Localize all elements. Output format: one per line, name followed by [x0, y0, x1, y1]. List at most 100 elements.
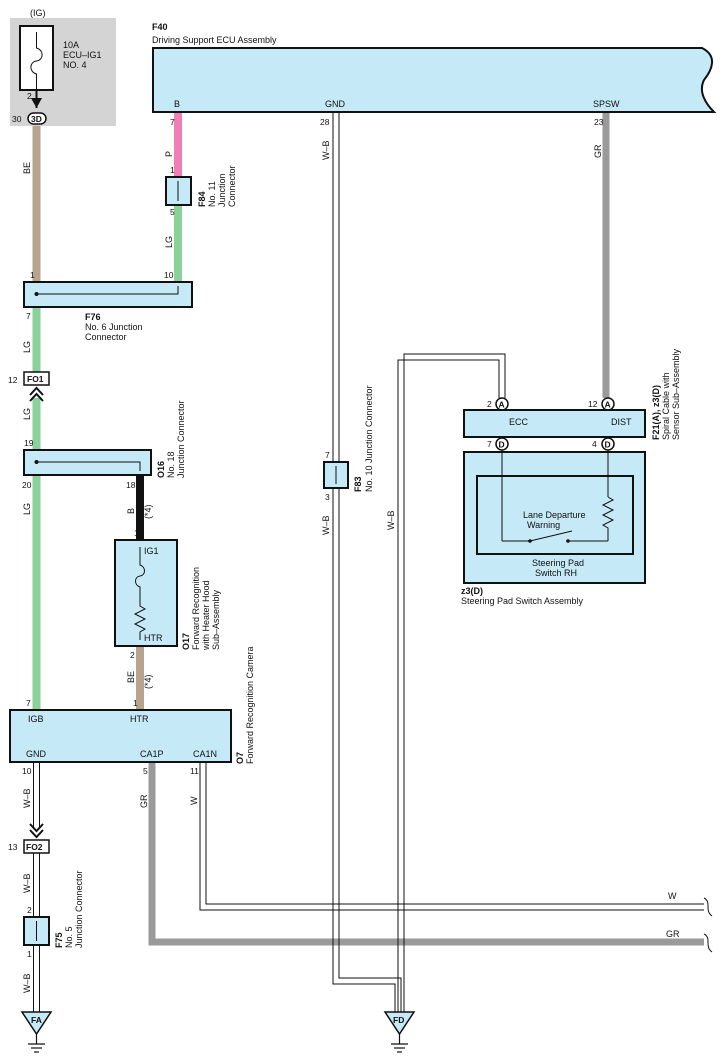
- f40-pin-gnd: 28: [320, 117, 330, 127]
- o16-name-2: Junction Connector: [176, 400, 186, 478]
- wire-label-wb-2: W–B: [22, 873, 32, 893]
- o7-pin-igb: 7: [26, 698, 31, 708]
- connector-arrow-icon: [31, 98, 42, 108]
- connector-chevron-icon: [29, 386, 44, 402]
- fuse-number: NO. 4: [63, 60, 87, 70]
- o7-name: Forward Recognition Camera: [245, 646, 255, 764]
- f21-pin-dist: 12: [588, 399, 598, 409]
- resistor-icon: [601, 496, 615, 541]
- z3-name: Steering Pad Switch Assembly: [461, 596, 584, 606]
- wire-label-gr-ca1p: GR: [139, 794, 149, 808]
- f83-name: No. 10 Junction Connector: [364, 385, 374, 492]
- z3-inner-switch: [476, 475, 634, 555]
- wire-break-icon: [703, 933, 713, 953]
- wire-gr-ca1p: [148, 762, 704, 946]
- o17-pin-bottom: 2: [130, 650, 135, 660]
- o16-pin-19: 19: [24, 438, 34, 448]
- o7-pin-ca1p: 5: [143, 766, 148, 776]
- ground-fd-label: FD: [393, 1015, 404, 1025]
- f21-pin-ecc-d: 7: [487, 439, 492, 449]
- wire-label-lg-4: LG: [22, 503, 32, 515]
- f76-pin-1: 1: [30, 270, 35, 280]
- resistor-icon: [133, 602, 147, 640]
- ground-icon: [28, 1034, 45, 1053]
- f76-pin-10: 10: [164, 270, 174, 280]
- ig-label: (IG): [30, 8, 46, 18]
- wire-label-gr-right: GR: [666, 929, 680, 939]
- f75-pin-top: 2: [27, 905, 32, 915]
- f76-junction-connector: 1 10 7 F76 No. 6 Junction Connector: [23, 270, 193, 342]
- o7-id: O7: [235, 752, 245, 764]
- wire-label-lg-1: LG: [164, 236, 174, 248]
- z3-switch-label-2: Warning: [527, 520, 560, 530]
- f75-junction-connector: 2 1 F75 No. 5 Junction Connector: [23, 870, 84, 959]
- ground-fa-label: FA: [31, 1015, 42, 1025]
- connector-chevron-icon: [29, 823, 44, 839]
- connector-3d-label: 3D: [31, 114, 42, 124]
- wire-label-wb-3: W–B: [22, 973, 32, 993]
- fuse-name: ECU–IG1: [63, 50, 102, 60]
- o17-term-ig1: IG1: [144, 546, 159, 556]
- ground-fd: FD: [383, 1011, 416, 1053]
- f84-name-2: Junction: [217, 173, 227, 207]
- z3-steering-pad-switch: Lane Departure Warning Steering Pad Swit…: [461, 450, 646, 606]
- wire-wb-fo2: [33, 852, 40, 916]
- f84-name-3: Connector: [227, 165, 237, 207]
- f40-id: F40: [152, 22, 168, 32]
- f21-name-2: Sensor Sub–Assembly: [671, 348, 681, 440]
- o16-name-1: No. 18: [166, 451, 176, 478]
- f83-pin-bottom: 3: [325, 492, 330, 502]
- wire-wb-f75: [33, 946, 40, 1012]
- f21-conn-a-1: A: [499, 400, 505, 410]
- fuse-icon: [30, 32, 43, 90]
- f40-body: [152, 47, 717, 113]
- f21-term-ecc: ECC: [509, 417, 529, 427]
- wire-label-w-ca1n: W: [189, 796, 199, 805]
- fuse-pin-30: 30: [12, 114, 22, 124]
- ground-fa: FA: [20, 1011, 53, 1053]
- wire-mark-4-a: (*4): [143, 504, 153, 519]
- fo2-badge: [23, 839, 50, 854]
- wire-label-b: B: [126, 508, 136, 514]
- o7-forward-recognition-camera: 7 1 IGB HTR GND CA1P CA1N 10 5 11 O7 For…: [9, 646, 255, 776]
- fuse-pin-2: 2: [27, 91, 32, 101]
- f40-driving-support-ecu: F40 Driving Support ECU Assembly B GND S…: [152, 22, 717, 127]
- fo1-label: FO1: [27, 374, 44, 384]
- f21-id: F21(A), z3(D): [651, 385, 661, 440]
- wire-label-wb-6: W–B: [386, 510, 396, 530]
- o7-body: [9, 709, 232, 763]
- f75-name-1: No. 5: [64, 926, 74, 948]
- o16-junction-connector: 19 20 18 O16 No. 18 Junction Connector: [22, 400, 186, 490]
- f21-pin-dist-d: 4: [592, 439, 597, 449]
- f84-junction-connector: 1 5 F84 No. 11 Junction Connector: [165, 165, 237, 217]
- o7-term-ca1n: CA1N: [193, 749, 217, 759]
- wire-wb-o7: [33, 762, 40, 828]
- o17-name-3: Sub–Assembly: [211, 589, 221, 650]
- fo1-badge: [23, 371, 50, 386]
- wire-label-wb-5: W–B: [321, 515, 331, 535]
- o17-body: [114, 539, 178, 647]
- wire-wb-f40-gnd: [332, 113, 402, 1012]
- wire-break-icon: [703, 897, 713, 917]
- f83-id: F83: [353, 476, 363, 492]
- f40-name: Driving Support ECU Assembly: [152, 35, 277, 45]
- f75-pin-bottom: 1: [27, 949, 32, 959]
- f75-id: F75: [54, 932, 64, 948]
- connector-3d-badge: [27, 112, 47, 125]
- f21-body: [463, 409, 646, 438]
- wire-w-ca1n: [199, 762, 704, 911]
- f40-pin-spsw: 23: [594, 117, 604, 127]
- fuse-rating: 10A: [63, 40, 79, 50]
- fo2-label: FO2: [26, 842, 43, 852]
- f76-name-2: Connector: [85, 332, 127, 342]
- f40-pin-b: 7: [170, 117, 175, 127]
- fo1-pin: 12: [8, 375, 18, 385]
- switch-icon: [502, 530, 608, 542]
- o17-pin-top: 1: [134, 528, 139, 538]
- f84-name-1: No. 11: [207, 181, 217, 207]
- wire-label-wb-1: W–B: [22, 788, 32, 808]
- f84-pin-top: 1: [170, 165, 175, 175]
- o7-pin-gnd: 10: [22, 766, 32, 776]
- o7-pin-ca1n: 11: [190, 766, 199, 776]
- wire-mark-4-b: (*4): [143, 674, 153, 689]
